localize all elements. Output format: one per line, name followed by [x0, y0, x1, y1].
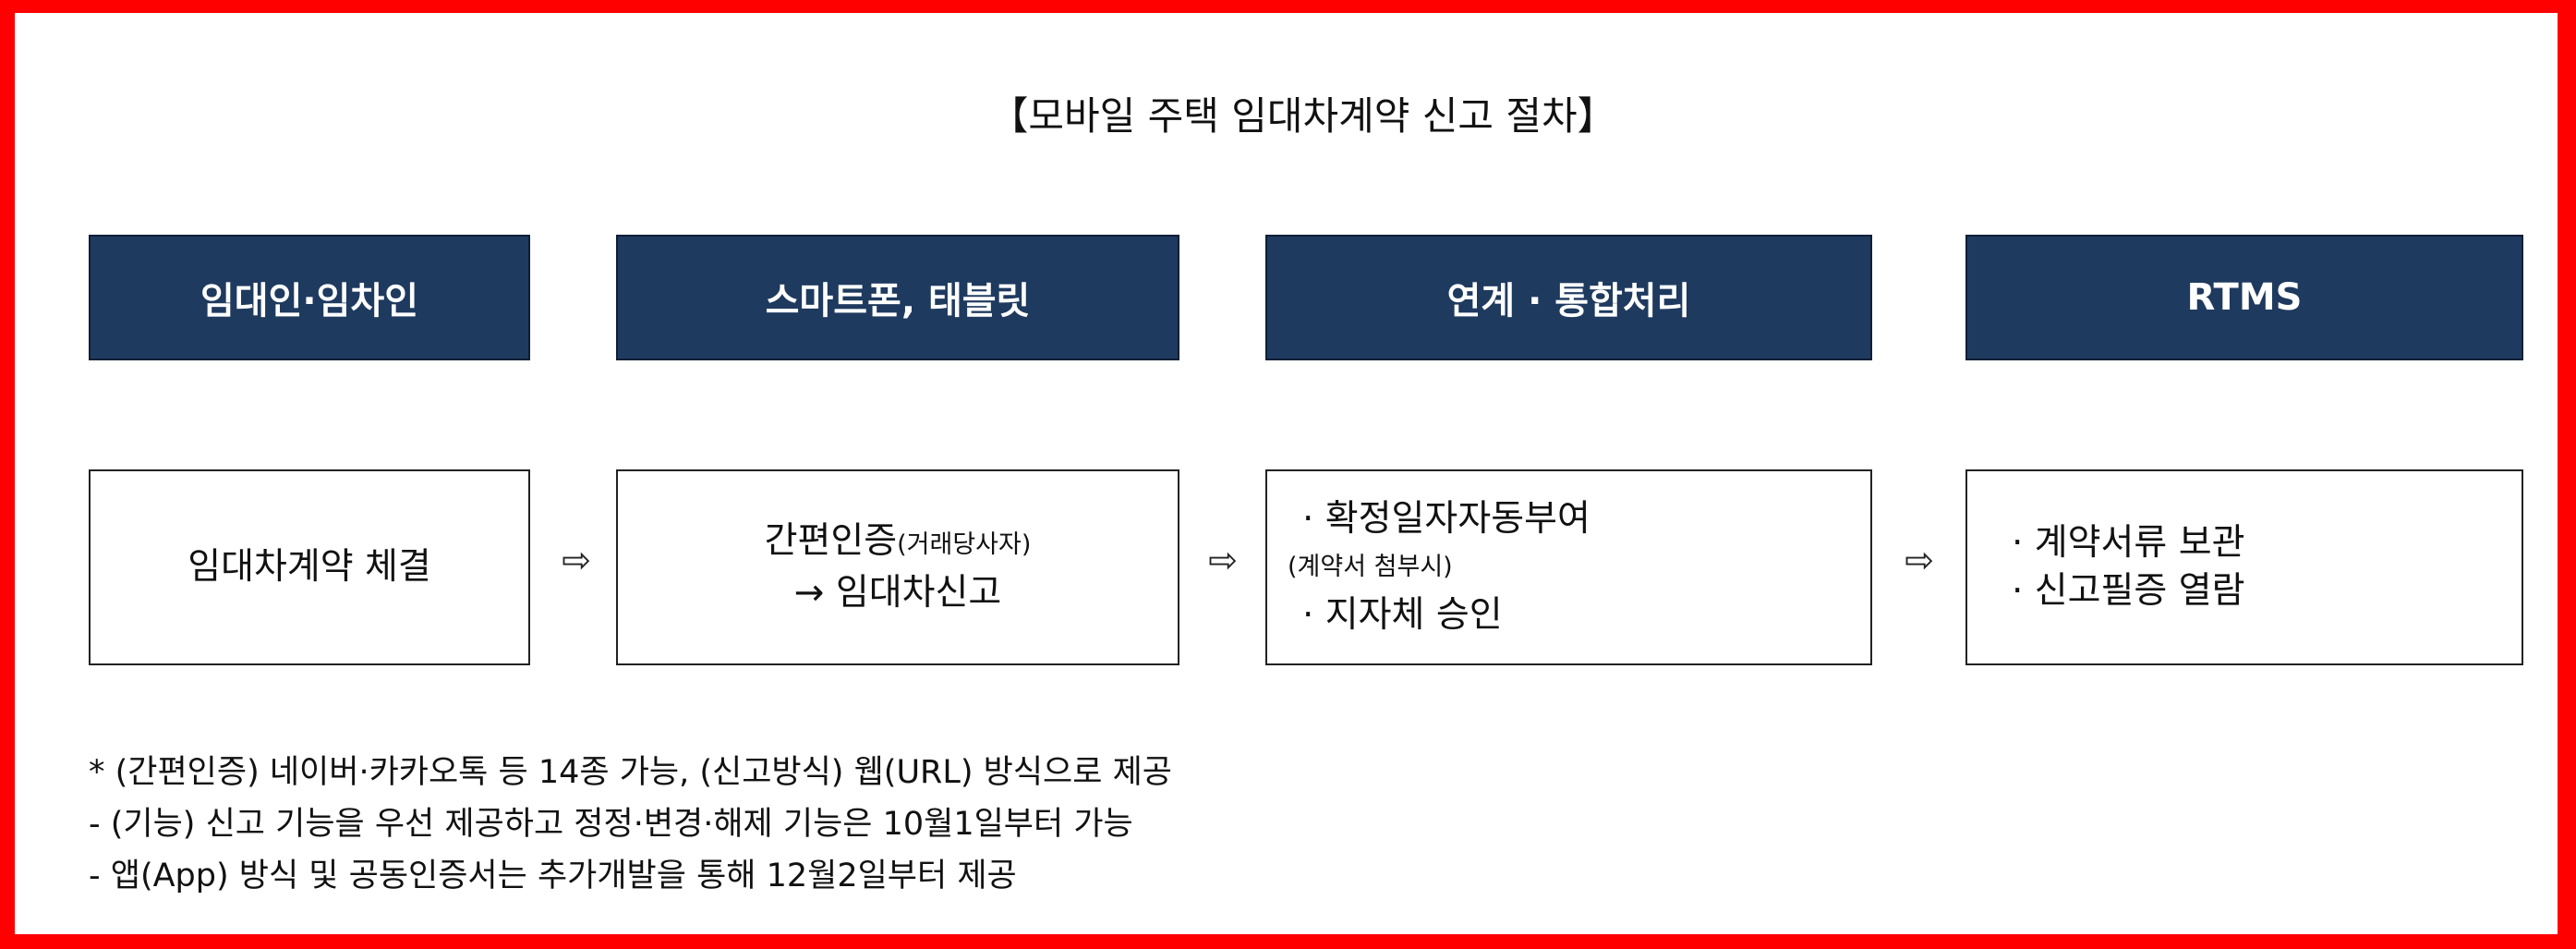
footnote-2: - (기능) 신고 기능을 우선 제공하고 정정·변경·해제 기능은 10월1일… — [89, 806, 1133, 843]
header-landlord-tenant: 임대인·임차인 — [89, 235, 530, 360]
flow-arrow-3: ⇨ — [1905, 540, 1934, 580]
step-box-auth-line2: → 임대차신고 — [793, 572, 1002, 614]
footnotes: * (간편인증) 네이버·카카오톡 등 14종 가능, (신고방식) 웹(URL… — [89, 747, 1172, 902]
rtms-line1: · 계약서류 보관 — [2012, 522, 2245, 564]
auth-label: 간편인증 — [764, 520, 898, 562]
step-box-auth: 간편인증(거래당사자) → 임대차신고 — [616, 469, 1179, 665]
step-box-contract: 임대차계약 체결 — [89, 469, 530, 665]
flow-arrow-1: ⇨ — [562, 540, 591, 580]
step-box-contract-text: 임대차계약 체결 — [187, 546, 431, 588]
processing-line1: · 확정일자자동부여 — [1302, 498, 1590, 540]
processing-line3: · 지자체 승인 — [1302, 594, 1503, 636]
step-box-rtms: · 계약서류 보관 · 신고필증 열람 — [1965, 469, 2523, 665]
header-smartphone-tablet: 스마트폰, 태블릿 — [616, 235, 1179, 360]
step-box-processing: · 확정일자자동부여 (계약서 첨부시) · 지자체 승인 — [1265, 469, 1872, 665]
processing-line2: (계약서 첨부시) — [1288, 553, 1453, 581]
footnote-3: - 앱(App) 방식 및 공동인증서는 추가개발을 통해 12월2일부터 제공 — [89, 858, 1017, 894]
auth-parties-label: (거래당사자) — [897, 530, 1032, 559]
flow-arrow-2: ⇨ — [1208, 540, 1238, 580]
footnote-1: * (간편인증) 네이버·카카오톡 등 14종 가능, (신고방식) 웹(URL… — [89, 754, 1172, 791]
header-rtms: RTMS — [1965, 235, 2523, 360]
rtms-line2: · 신고필증 열람 — [2012, 570, 2245, 612]
diagram-title: 【모바일 주택 임대차계약 신고 절차】 — [989, 93, 1616, 139]
step-box-auth-line1: 간편인증(거래당사자) — [765, 517, 1032, 569]
header-integration: 연계 · 통합처리 — [1265, 235, 1872, 360]
